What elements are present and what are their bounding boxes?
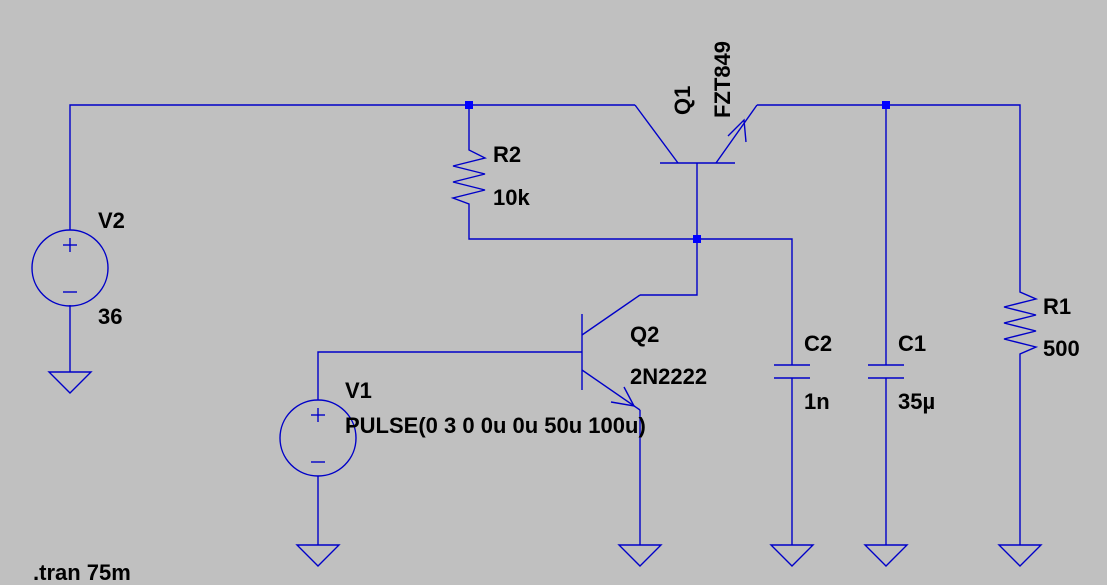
resistor-zigzag: [450, 135, 488, 210]
q1-ref-label: Q1: [670, 86, 695, 115]
spice-directive[interactable]: .tran 75m: [33, 560, 131, 585]
c1-value-label: 35µ: [898, 389, 935, 414]
wire-v1-q2-base[interactable]: [317, 351, 582, 400]
ground-icon[interactable]: [863, 544, 909, 567]
r1-value-label: 500: [1043, 336, 1080, 361]
source-circle: [31, 229, 109, 307]
ground-icon[interactable]: [617, 544, 663, 567]
q1-collector-lead: [634, 104, 679, 164]
wire-r2-base-node[interactable]: [468, 210, 793, 365]
c1-ref-label: C1: [898, 331, 926, 356]
junction-dot: [465, 101, 473, 109]
transistor-q1[interactable]: Q1 FZT849: [634, 41, 758, 165]
resistor-r1[interactable]: R1 500: [1003, 280, 1080, 362]
c2-value-label: 1n: [804, 389, 830, 414]
r1-ref-label: R1: [1043, 294, 1071, 319]
voltage-source-v1[interactable]: V1 PULSE(0 3 0 0u 0u 50u 100u): [279, 378, 646, 477]
q2-collector-lead: [581, 294, 641, 336]
wire-output-rail[interactable]: [757, 104, 1021, 280]
ground-icon[interactable]: [295, 544, 341, 567]
resistor-r2[interactable]: R2 10k: [450, 135, 530, 210]
capacitor-c2[interactable]: C2 1n: [774, 331, 832, 414]
junction-dot: [693, 235, 701, 243]
resistor-zigzag: [1003, 280, 1039, 362]
q1-emitter-arrow: [727, 118, 747, 143]
transistor-q2[interactable]: Q2 2N2222: [581, 294, 707, 411]
v2-ref-label: V2: [98, 208, 125, 233]
voltage-source-v2[interactable]: V2 36: [31, 208, 125, 329]
r2-value-label: 10k: [493, 185, 530, 210]
wires: [69, 104, 1021, 545]
q2-model-label: 2N2222: [630, 364, 707, 389]
r2-ref-label: R2: [493, 142, 521, 167]
q1-emitter-lead: [715, 104, 758, 164]
junction-dot: [882, 101, 890, 109]
q2-emitter-arrow: [610, 386, 636, 407]
q1-model-label: FZT849: [710, 41, 735, 118]
v2-value-label: 36: [98, 304, 122, 329]
c2-ref-label: C2: [804, 331, 832, 356]
source-circle: [279, 399, 357, 477]
grounds: [47, 371, 1043, 567]
wire-top-rail[interactable]: [69, 104, 635, 230]
q2-ref-label: Q2: [630, 322, 659, 347]
ground-icon[interactable]: [769, 544, 815, 567]
ground-icon[interactable]: [997, 544, 1043, 567]
ground-icon[interactable]: [47, 371, 93, 394]
v1-value-label: PULSE(0 3 0 0u 0u 50u 100u): [345, 413, 646, 438]
v1-ref-label: V1: [345, 378, 372, 403]
q2-emitter-lead: [581, 369, 641, 411]
capacitor-c1[interactable]: C1 35µ: [868, 331, 935, 414]
wire-q1-base-q2-collector[interactable]: [640, 165, 698, 296]
junctions: [465, 101, 890, 243]
